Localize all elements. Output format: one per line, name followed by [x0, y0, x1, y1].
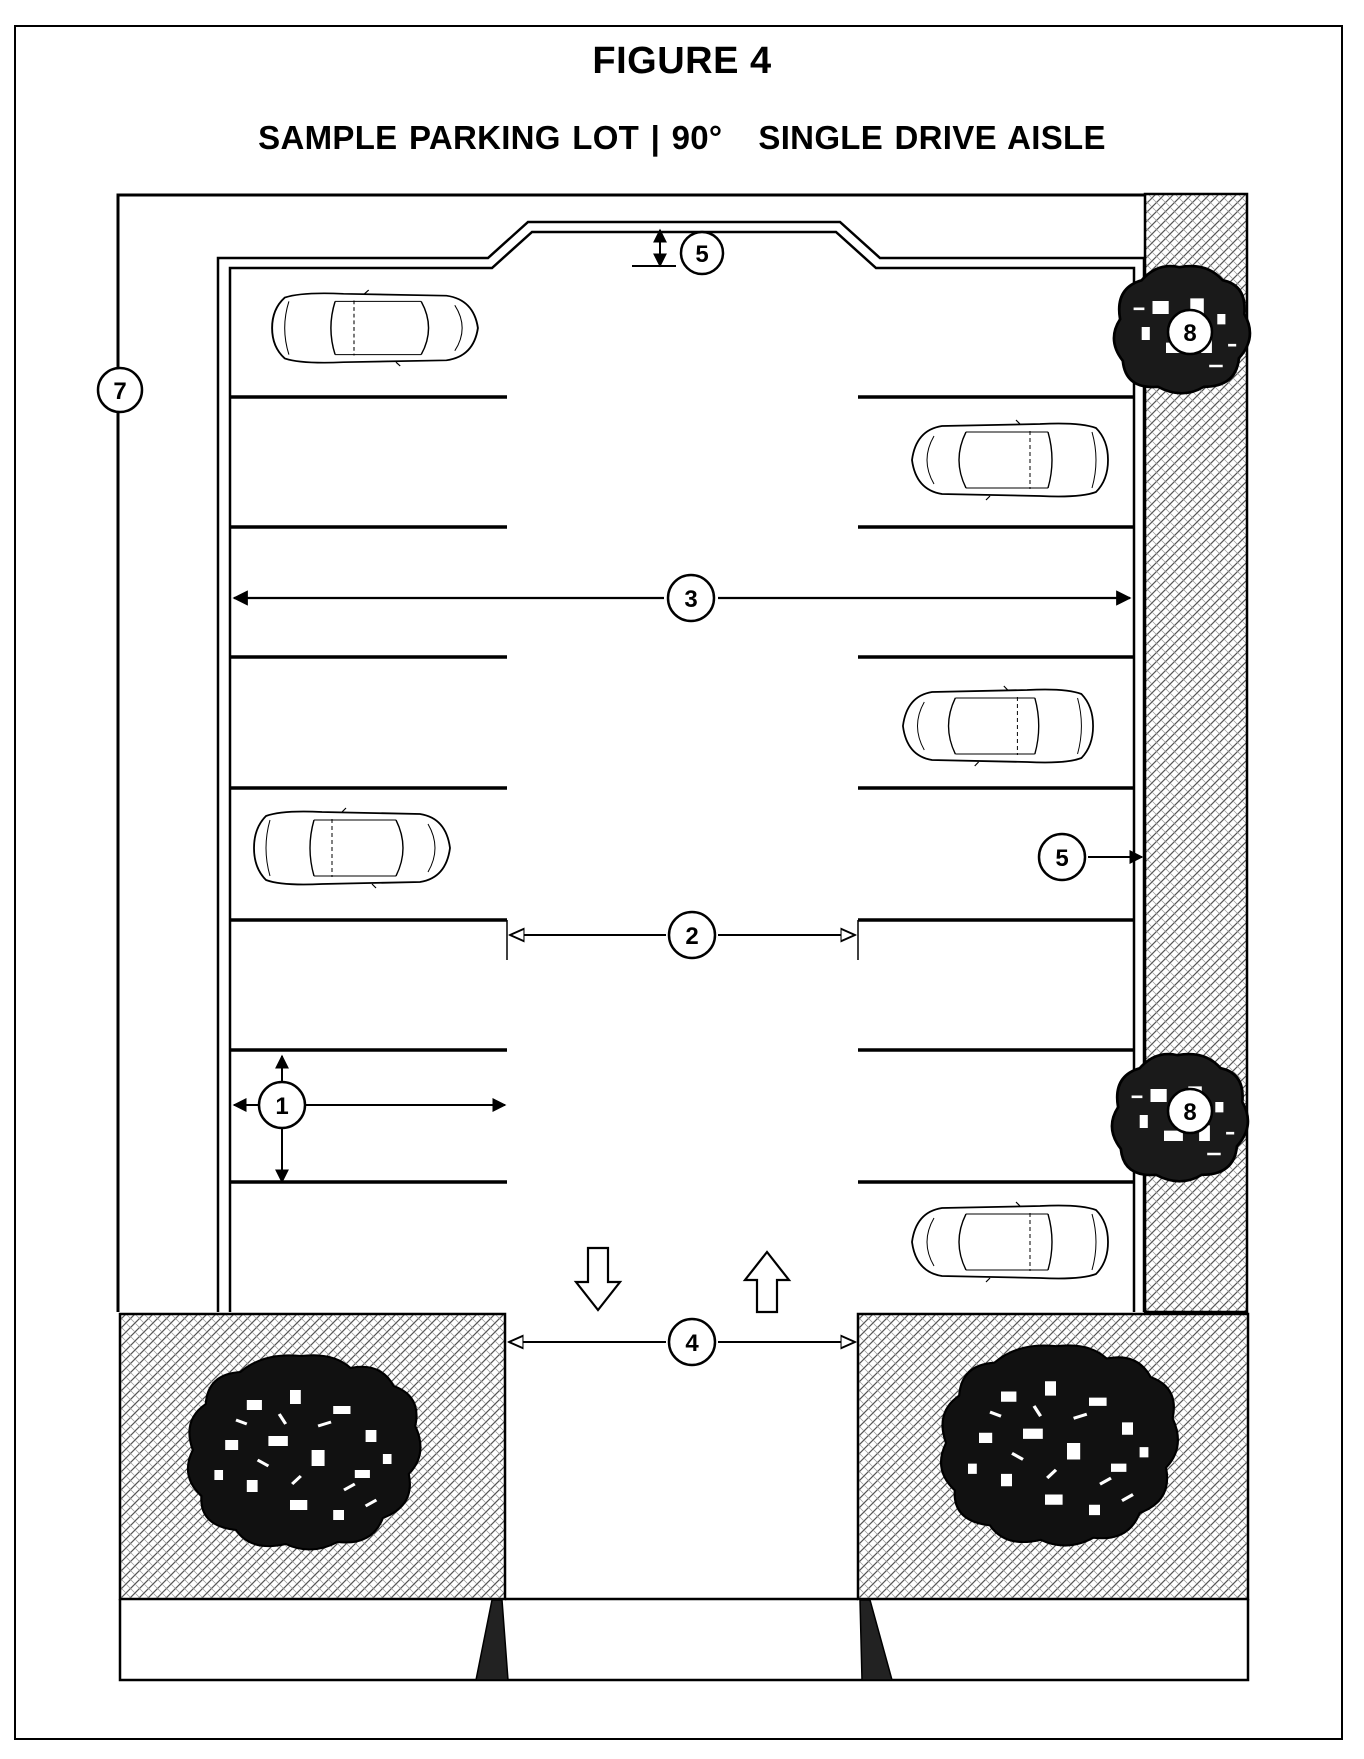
- callout-8-top-label: 8: [1183, 320, 1196, 347]
- callout-3: 3: [666, 573, 716, 623]
- car-icon: [902, 685, 1094, 767]
- car-icon: [253, 807, 451, 889]
- callout-5-top-label: 5: [695, 241, 708, 268]
- callout-7: 7: [96, 366, 144, 414]
- dimension-2: [506, 920, 859, 960]
- dimension-5-top: [632, 228, 676, 268]
- callout-1: 1: [257, 1080, 307, 1130]
- figure-frame: [14, 25, 1343, 1740]
- callout-7-label: 7: [113, 378, 126, 405]
- stall-stripes-right: [858, 395, 1134, 1184]
- car-icon: [911, 419, 1109, 501]
- callout-5-side-label: 5: [1055, 845, 1068, 872]
- wheel-stop-icon: [859, 1599, 893, 1681]
- figure-subtitle: SAMPLE PARKING LOT | 90° SINGLE DRIVE AIS…: [0, 119, 1364, 157]
- callout-2: 2: [667, 910, 717, 960]
- dimension-1: [232, 1054, 507, 1184]
- sidewalk-strip: [118, 1599, 1250, 1682]
- direction-arrow-icon: [742, 1250, 792, 1314]
- callout-5-top: 5: [679, 230, 725, 276]
- callout-5-side: 5: [1037, 832, 1087, 882]
- callout-3-label: 3: [684, 586, 697, 613]
- callout-8-top: 8: [1166, 308, 1214, 356]
- callout-2-label: 2: [685, 923, 698, 950]
- site-boundary-line: [116, 193, 1144, 1312]
- callout-4-label: 4: [685, 1330, 699, 1357]
- callout-1-label: 1: [275, 1093, 288, 1120]
- subtitle-right: SINGLE DRIVE AISLE: [758, 119, 1106, 156]
- callout-4: 4: [667, 1317, 717, 1367]
- lot-outer-curb: [216, 220, 1146, 1312]
- direction-arrow-icon: [573, 1246, 623, 1312]
- subtitle-left: SAMPLE PARKING LOT | 90°: [258, 119, 723, 156]
- figure-number: FIGURE 4: [592, 40, 772, 82]
- wheel-stop-icon: [475, 1599, 509, 1681]
- callout-8-bottom-label: 8: [1183, 1099, 1196, 1126]
- lot-inner-curb: [228, 230, 1136, 1312]
- callout-8-bottom: 8: [1166, 1087, 1214, 1135]
- car-icon: [271, 289, 479, 367]
- car-icon: [911, 1201, 1109, 1283]
